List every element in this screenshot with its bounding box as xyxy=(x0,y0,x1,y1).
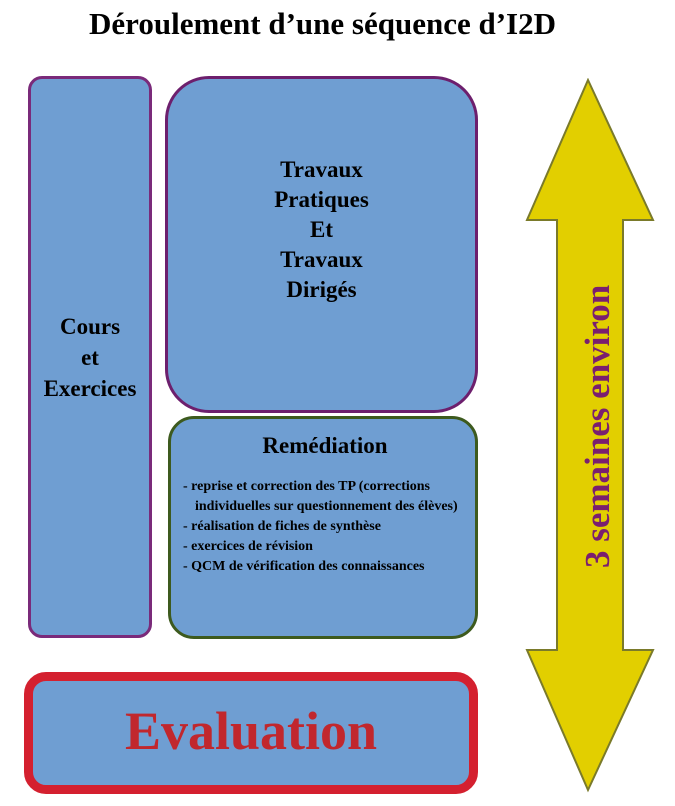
remediation-title: Remédiation xyxy=(262,433,388,458)
double-arrow xyxy=(525,78,655,793)
cours-exercices-box: Cours et Exercices xyxy=(28,76,152,638)
cours-line-3: Exercices xyxy=(43,375,137,401)
double-arrow-shape xyxy=(525,78,655,793)
remediation-item: - QCM de vérification des connaissances xyxy=(183,559,425,574)
tp-line-2: Pratiques xyxy=(274,186,369,212)
tp-line-4: Travaux xyxy=(280,246,363,272)
page-title: Déroulement d’une séquence d’I2D xyxy=(89,6,556,41)
remediation-box: Remédiation - reprise et correction des … xyxy=(168,416,478,639)
tp-line-5: Dirigés xyxy=(286,276,357,302)
remediation-item: - reprise et correction des TP (correcti… xyxy=(183,479,458,514)
tp-line-1: Travaux xyxy=(280,156,363,182)
remediation-list: - reprise et correction des TP (correcti… xyxy=(183,477,467,577)
tp-line-3: Et xyxy=(310,216,333,242)
duration-label: 3 semaines environ xyxy=(578,284,617,568)
evaluation-box: Evaluation xyxy=(24,672,478,794)
cours-line-1: Cours xyxy=(59,313,121,339)
travaux-box: Travaux Pratiques Et Travaux Dirigés xyxy=(165,76,478,413)
remediation-item: - réalisation de fiches de synthèse xyxy=(183,519,381,534)
remediation-item: - exercices de révision xyxy=(183,539,313,554)
evaluation-label: Evaluation xyxy=(124,701,378,761)
cours-line-2: et xyxy=(81,344,99,370)
